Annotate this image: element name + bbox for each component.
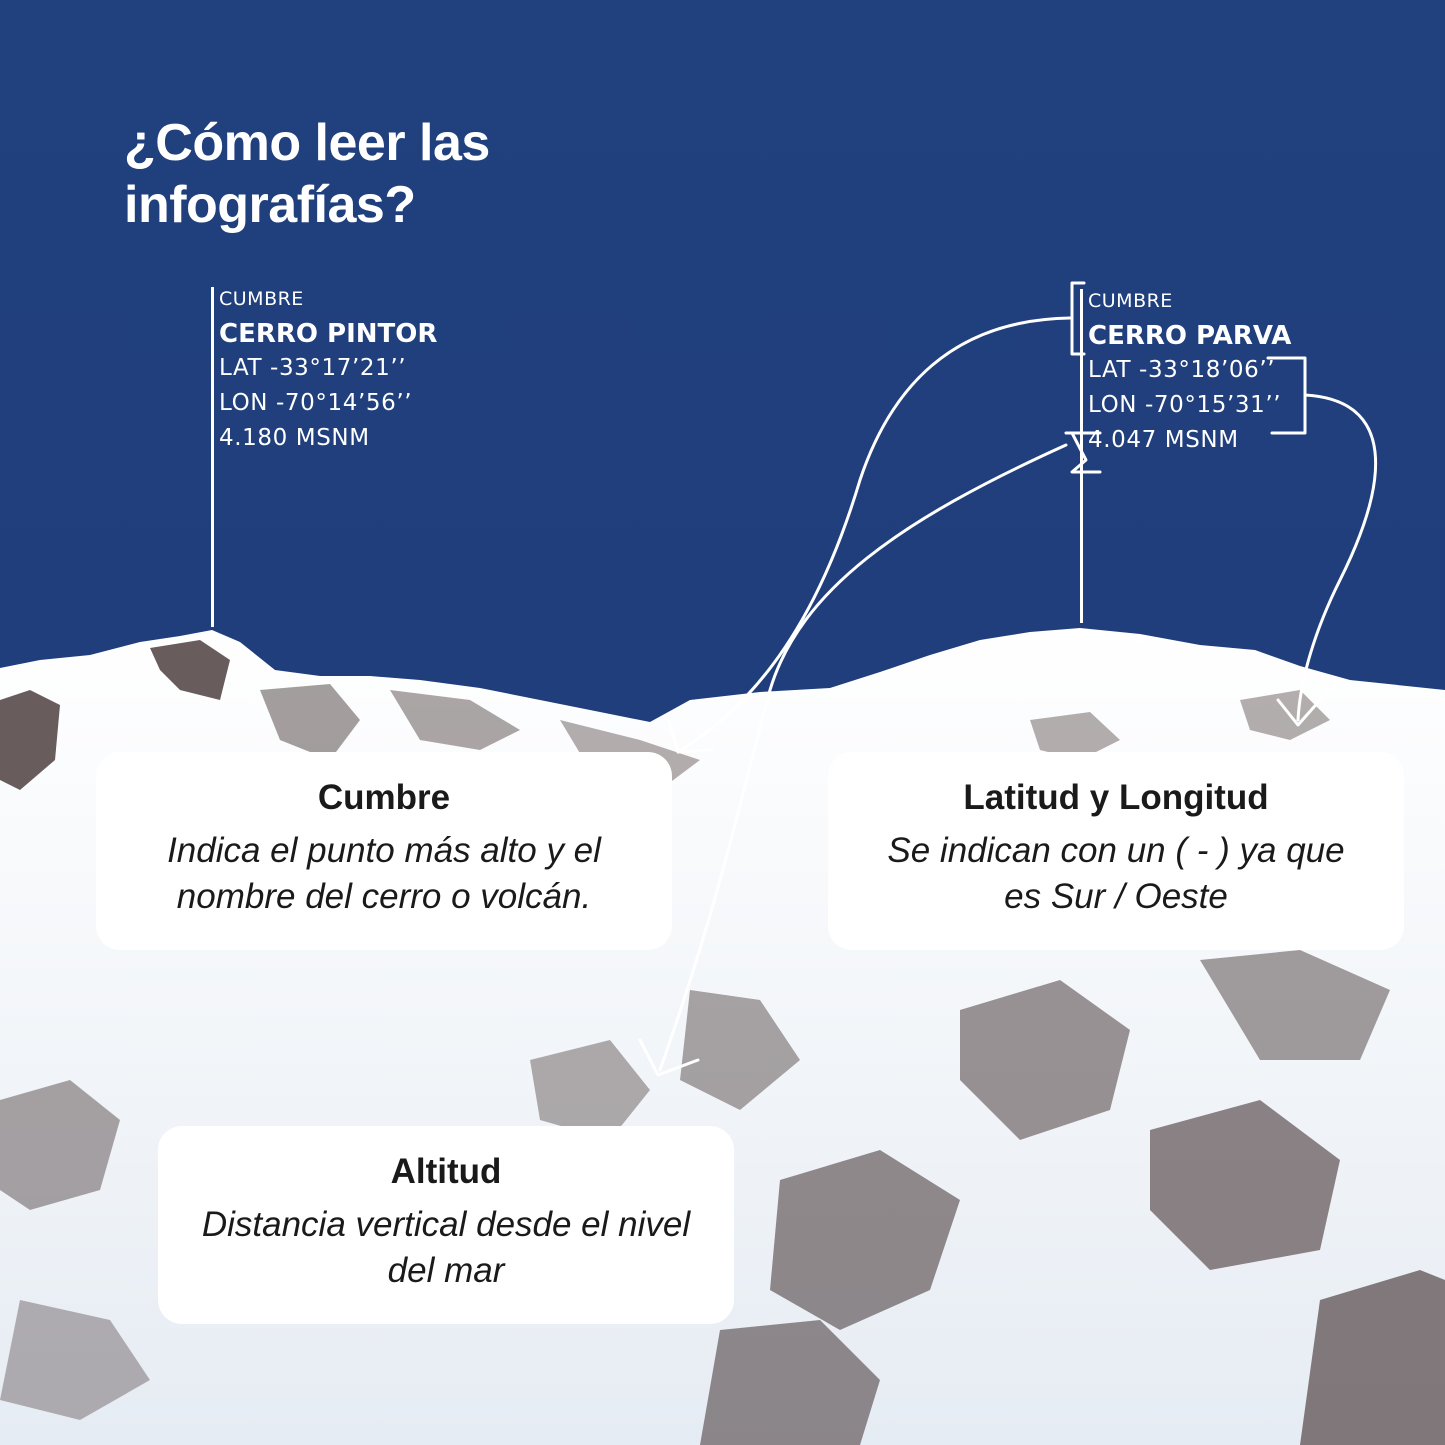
card-cumbre: Cumbre Indica el punto más alto y el nom… bbox=[96, 752, 672, 950]
arrow-latlon bbox=[1296, 393, 1377, 722]
bracket-name bbox=[1070, 281, 1086, 356]
connector-arrows bbox=[638, 281, 1377, 1077]
arrow-altitud bbox=[658, 443, 1068, 1072]
peak-kind: CUMBRE bbox=[219, 288, 304, 310]
card-description: Indica el punto más alto y el nombre del… bbox=[167, 831, 601, 916]
rock-patches bbox=[0, 640, 1445, 1445]
title-line-2: infografías? bbox=[124, 176, 416, 234]
page-title: ¿Cómo leer las infografías? bbox=[124, 112, 490, 236]
peak-name: CERRO PINTOR bbox=[219, 319, 438, 349]
arrow-cumbre bbox=[676, 316, 1072, 754]
peak-marker-line bbox=[1080, 289, 1083, 623]
card-title: Latitud y Longitud bbox=[963, 778, 1269, 817]
peak-longitude: LON -70°15’31’’ bbox=[1088, 392, 1282, 418]
bracket-alt bbox=[1064, 431, 1102, 474]
peak-kind: CUMBRE bbox=[1088, 290, 1173, 312]
card-title: Cumbre bbox=[317, 778, 451, 817]
peak-altitude: 4.180 MSNM bbox=[219, 425, 370, 451]
peak-latitude: LAT -33°17’21’’ bbox=[219, 355, 407, 381]
peak-longitude: LON -70°14’56’’ bbox=[219, 390, 413, 416]
peak-marker-line bbox=[211, 287, 214, 627]
peak-latitude: LAT -33°18’06’’ bbox=[1088, 357, 1276, 383]
card-altitud: Altitud Distancia vertical desde el nive… bbox=[158, 1126, 734, 1324]
card-description: Distancia vertical desde el nivel del ma… bbox=[201, 1205, 691, 1290]
card-title: Altitud bbox=[390, 1152, 502, 1191]
card-description: Se indican con un ( - ) ya que es Sur / … bbox=[887, 831, 1345, 916]
peak-altitude: 4.047 MSNM bbox=[1088, 427, 1239, 453]
title-line-1: ¿Cómo leer las bbox=[124, 114, 490, 172]
peak-name: CERRO PARVA bbox=[1088, 321, 1292, 351]
card-latitud-longitud: Latitud y Longitud Se indican con un ( -… bbox=[828, 752, 1404, 950]
